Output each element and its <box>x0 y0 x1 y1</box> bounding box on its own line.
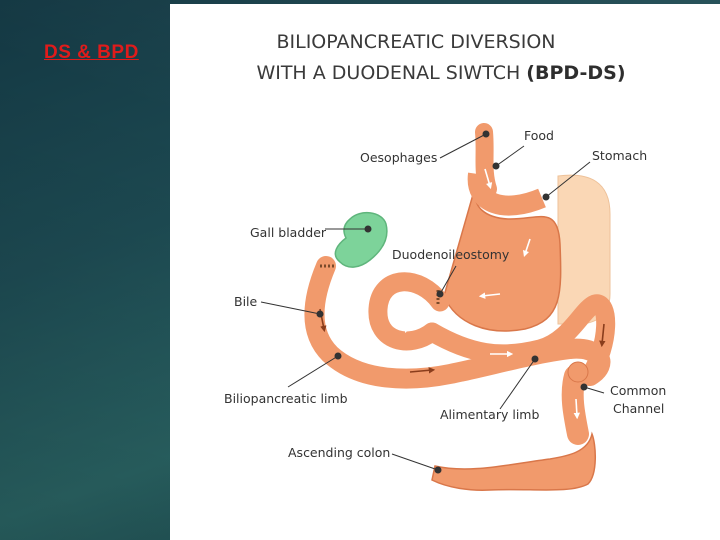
label-channel: Channel <box>613 401 664 416</box>
diagram-title-prefix: WITH A DUODENAL SIWTCH <box>256 62 527 84</box>
gall-bladder <box>334 212 388 268</box>
ascending-colon <box>431 431 596 491</box>
label-duodenoileostomy: Duodenoileostomy <box>392 247 510 262</box>
sleeve-stomach <box>443 183 562 332</box>
duodenoileostomy-loop <box>368 272 450 351</box>
diagram-image: BILIOPANCREATIC DIVERSION WITH A DUODENA… <box>170 4 720 540</box>
label-bile: Bile <box>234 294 258 309</box>
diagram-title-line1: BILIOPANCREATIC DIVERSION <box>276 31 556 53</box>
diagram-title-line2: WITH A DUODENAL SIWTCH (BPD-DS) <box>206 62 676 84</box>
alimentary-limb <box>422 294 616 386</box>
label-alimentary-limb: Alimentary limb <box>440 407 539 422</box>
anatomy-illustration: Food Oesophages Stomach Gall bladder Duo… <box>224 123 666 491</box>
biliopancreatic-limb <box>304 256 611 389</box>
common-channel <box>561 365 589 445</box>
diagram-title-bold: (BPD-DS) <box>526 62 626 84</box>
slide-title: DS & BPD <box>44 42 139 63</box>
label-stomach: Stomach <box>592 148 647 163</box>
label-oesophages: Oesophages <box>360 150 437 165</box>
label-common: Common <box>610 383 666 398</box>
label-ascending-colon: Ascending colon <box>288 445 390 460</box>
label-gall-bladder: Gall bladder <box>250 225 327 240</box>
label-biliopancreatic-limb: Biliopancreatic limb <box>224 391 348 406</box>
label-food: Food <box>524 128 554 143</box>
